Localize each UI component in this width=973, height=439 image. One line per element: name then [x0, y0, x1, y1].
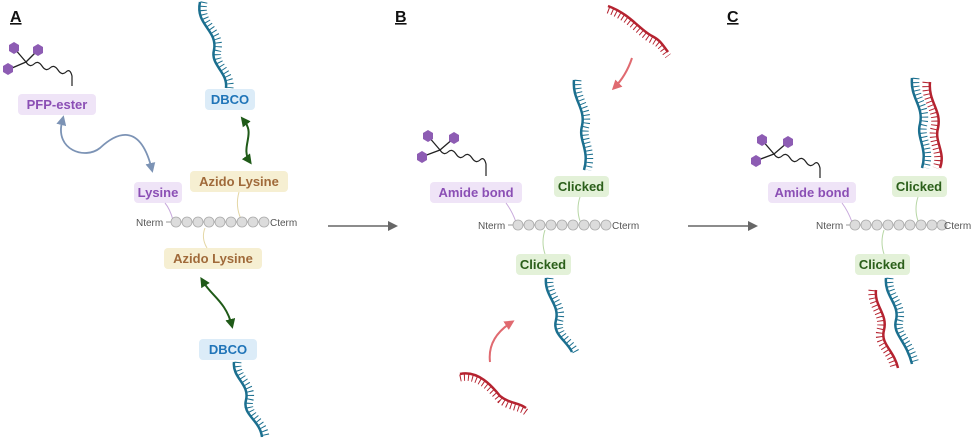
clicked-bottom-tag-b: [516, 254, 571, 275]
clicked-bottom-label-b: Clicked: [520, 257, 566, 272]
reaction-arrow-dbco-top: [240, 116, 252, 165]
reaction-arrow-red-top-b: [611, 57, 633, 91]
pfp-ester-molecule-icon: [3, 42, 73, 86]
clicked-top-tag-b: [554, 176, 609, 197]
clicked-top-tag-c: [892, 176, 947, 197]
reaction-arrow-red-bottom-b: [488, 320, 515, 363]
reaction-arrow-pfp-lysine: [56, 115, 156, 173]
amide-bond-tag-c: [768, 182, 856, 203]
red-dna-strand-top-b: [606, 4, 671, 59]
panel-label-a: A: [10, 9, 22, 26]
dna-duplex-top-c: [910, 77, 943, 170]
amide-bond-label-b: Amide bond: [438, 185, 513, 200]
dna-duplex-bottom-c: [868, 277, 920, 369]
clicked-top-label-c: Clicked: [896, 179, 942, 194]
dbco-bottom-tag: [199, 339, 257, 360]
peptide-beads-b: [512, 219, 612, 231]
panel-c: Amide bond Clicked Nterm Cterm: [751, 77, 971, 369]
lysine-label: Lysine: [138, 185, 179, 200]
nterm-label-b: Nterm: [478, 221, 505, 232]
panel-b: Amide bond Clicked Nterm Cterm Clicked: [417, 4, 671, 415]
nterm-label-a: Nterm: [136, 218, 163, 229]
dna-strand-top-b: [572, 79, 594, 172]
azido-lysine-bottom-tag: [164, 248, 262, 269]
lysine-tag: [134, 182, 182, 203]
clicked-top-label-b: Clicked: [558, 179, 604, 194]
dbco-top-label: DBCO: [211, 92, 249, 107]
peptide-beads-c: [849, 219, 948, 231]
red-dna-strand-bottom-b: [459, 372, 529, 415]
panel-a: PFP-ester Lysine Azido Lysine Azido Lysi…: [3, 1, 297, 438]
dna-strand-bottom-a: [232, 361, 270, 438]
azido-lysine-top-label: Azido Lysine: [199, 174, 279, 189]
nterm-label-c: Nterm: [816, 221, 843, 232]
amide-molecule-icon-b: [417, 130, 487, 176]
cterm-label-c: Cterm: [944, 221, 971, 232]
cterm-label-a: Cterm: [270, 218, 297, 229]
amide-molecule-icon-c: [751, 134, 821, 178]
pfp-ester-label: PFP-ester: [27, 97, 88, 112]
dbco-top-tag: [205, 89, 255, 110]
clicked-bottom-label-c: Clicked: [859, 257, 905, 272]
panel-label-b: B: [395, 9, 407, 26]
panel-label-c: C: [727, 9, 739, 26]
reaction-arrow-dbco-bottom: [200, 277, 236, 329]
amide-bond-label-c: Amide bond: [774, 185, 849, 200]
cterm-label-b: Cterm: [612, 221, 639, 232]
pfp-ester-tag: [18, 94, 96, 115]
dbco-bottom-label: DBCO: [209, 342, 247, 357]
peptide-beads-a: [170, 216, 270, 228]
azido-lysine-bottom-label: Azido Lysine: [173, 251, 253, 266]
clicked-bottom-tag-c: [855, 254, 910, 275]
amide-bond-tag-b: [430, 182, 522, 203]
dna-strand-bottom-b: [544, 277, 580, 354]
dna-strand-top-a: [198, 1, 234, 89]
azido-lysine-top-tag: [190, 171, 288, 192]
